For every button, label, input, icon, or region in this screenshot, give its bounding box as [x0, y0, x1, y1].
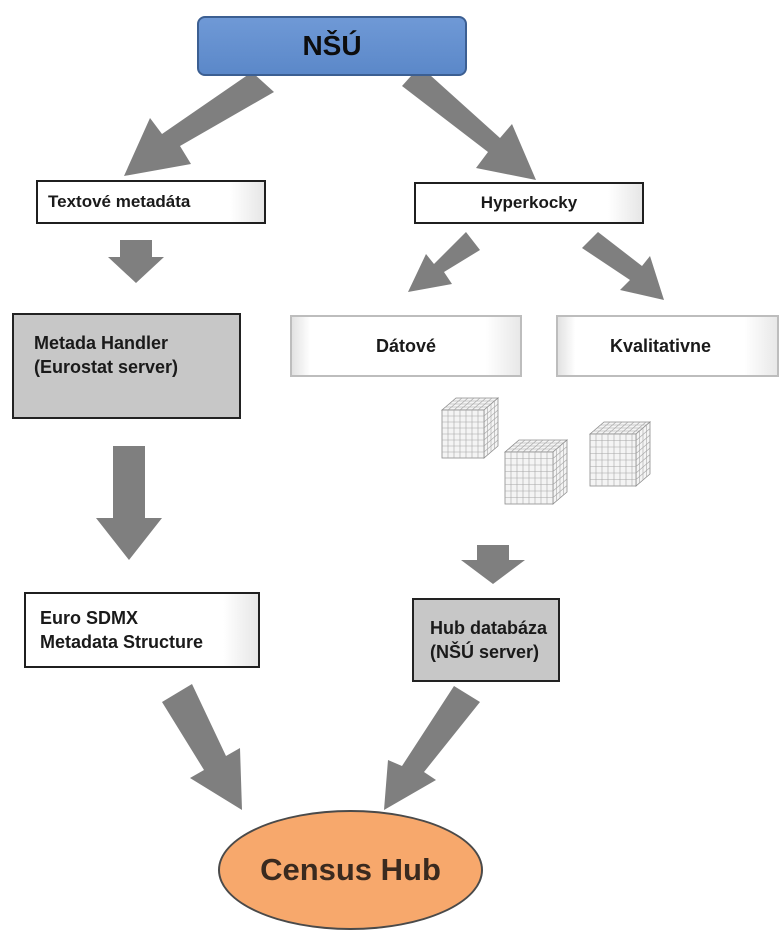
hypercubes-label: Hyperkocky [480, 193, 578, 212]
arrow-hypercubes-to-data [408, 232, 480, 292]
hypercubes-node: Hyperkocky [414, 182, 644, 224]
text-metadata-label: Textové metadáta [48, 192, 191, 211]
cube-grid-icon [588, 421, 652, 487]
arrow-hub-db-to-census [384, 686, 480, 810]
metadata-handler-line1: Metada Handler [34, 332, 169, 353]
root-node-label: NŠÚ [302, 30, 362, 61]
arrow-cubes-to-hub-db [461, 545, 525, 584]
data-label: Dátové [375, 335, 437, 356]
hub-database-line1: Hub databáza [430, 618, 548, 638]
arrow-root-to-text-metadata [124, 72, 274, 176]
metadata-handler-node: Metada Handler (Eurostat server) [12, 313, 241, 419]
arrow-text-metadata-to-handler [108, 240, 164, 283]
qualitative-node: Kvalitativne [556, 315, 779, 377]
data-node: Dátové [290, 315, 522, 377]
euro-sdmx-line1: Euro SDMX [40, 607, 139, 628]
metadata-handler-line2: (Eurostat server) [34, 357, 179, 377]
text-metadata-node: Textové metadáta [36, 180, 266, 224]
euro-sdmx-line2: Metadata Structure [40, 632, 204, 652]
cube-grid-icon [503, 439, 569, 505]
census-hub-node: Census Hub [218, 810, 483, 930]
arrow-hypercubes-to-qualitative [582, 232, 664, 300]
arrow-handler-to-euro-sdmx [96, 446, 162, 560]
cube-grid-icon [440, 397, 500, 459]
hub-database-line2: (NŠÚ server) [430, 642, 540, 663]
arrow-euro-sdmx-to-census [162, 684, 242, 810]
root-node-nsu: NŠÚ [197, 16, 467, 76]
hub-database-node: Hub databáza (NŠÚ server) [412, 598, 560, 682]
qualitative-label: Kvalitativne [610, 335, 712, 356]
census-hub-label: Census Hub [260, 852, 441, 887]
euro-sdmx-node: Euro SDMX Metadata Structure [24, 592, 260, 668]
arrow-root-to-hypercubes [402, 66, 536, 180]
